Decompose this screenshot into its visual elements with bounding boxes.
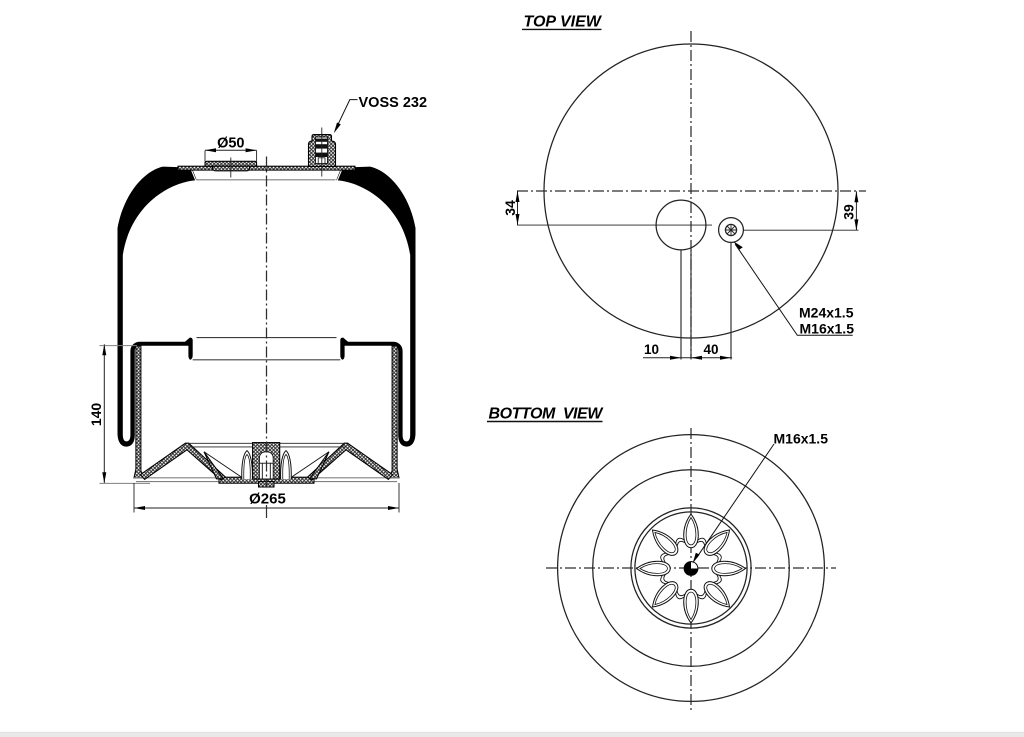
- svg-text:TOP VIEW: TOP VIEW: [524, 13, 603, 30]
- svg-text:10: 10: [644, 342, 659, 357]
- svg-text:M16x1.5: M16x1.5: [800, 320, 855, 336]
- svg-text:BOTTOM VIEW: BOTTOM VIEW: [489, 405, 605, 422]
- svg-text:40: 40: [703, 342, 718, 357]
- svg-text:VOSS 232: VOSS 232: [359, 95, 428, 111]
- svg-text:39: 39: [841, 204, 857, 220]
- svg-text:Ø265: Ø265: [249, 491, 286, 508]
- svg-text:M16x1.5: M16x1.5: [774, 430, 829, 446]
- svg-text:34: 34: [502, 200, 518, 216]
- svg-text:M24x1.5: M24x1.5: [799, 304, 854, 320]
- svg-text:Ø50: Ø50: [217, 135, 244, 151]
- svg-text:140: 140: [88, 403, 104, 427]
